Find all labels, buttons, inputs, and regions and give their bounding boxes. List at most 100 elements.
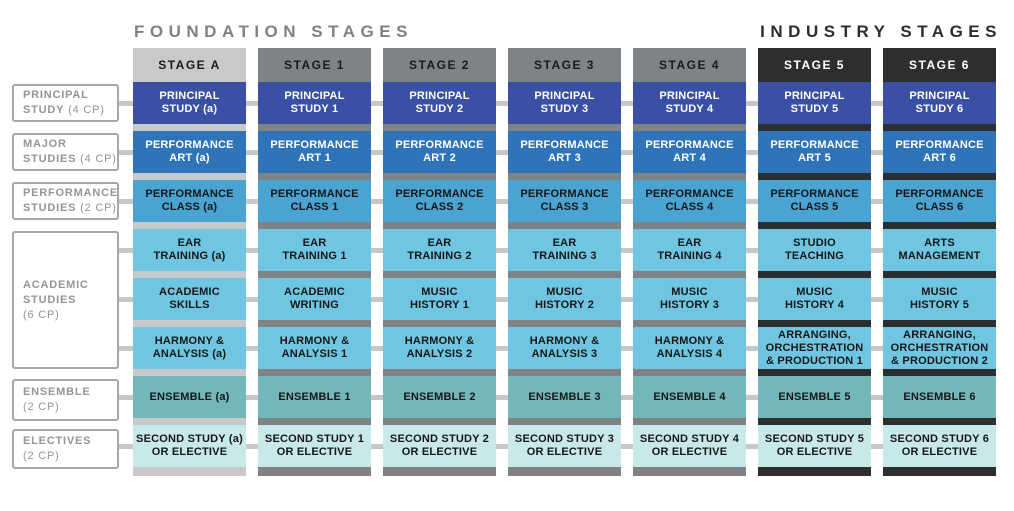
cell-academic-2: MUSIC HISTORY 2 — [508, 278, 621, 320]
row-label-ensemble: ENSEMBLE (2 CP) — [12, 379, 119, 421]
stage-cells: PRINCIPAL STUDY 3 PERFORMANCE ART 3 PERF… — [508, 82, 621, 476]
stage-column-2: STAGE 2 PRINCIPAL STUDY 2 PERFORMANCE AR… — [383, 48, 496, 476]
stage-header: STAGE 1 — [284, 58, 345, 72]
cell-principal-study: PRINCIPAL STUDY 1 — [258, 82, 371, 124]
cell-ensemble: ENSEMBLE 4 — [633, 376, 746, 418]
cell-academic-3: ARRANGING, ORCHESTRATION & PRODUCTION 2 — [883, 327, 996, 369]
row-label-text: ACADEMIC STUDIES (6 CP) — [23, 278, 89, 323]
cell-ensemble: ENSEMBLE 5 — [758, 376, 871, 418]
row-label-principal-study: PRINCIPAL STUDY (4 CP) — [12, 84, 119, 122]
cell-second-study: SECOND STUDY 6 OR ELECTIVE — [883, 425, 996, 467]
stage-cells: PRINCIPAL STUDY (a) PERFORMANCE ART (a) … — [133, 82, 246, 476]
stage-cells: PRINCIPAL STUDY 4 PERFORMANCE ART 4 PERF… — [633, 82, 746, 476]
cell-performance-class: PERFORMANCE CLASS 4 — [633, 180, 746, 222]
cell-performance-art: PERFORMANCE ART 2 — [383, 131, 496, 173]
cell-academic-2: ACADEMIC WRITING — [258, 278, 371, 320]
stage-column-1: STAGE 1 PRINCIPAL STUDY 1 PERFORMANCE AR… — [258, 48, 371, 476]
cell-performance-class: PERFORMANCE CLASS 2 — [383, 180, 496, 222]
cell-performance-art: PERFORMANCE ART 6 — [883, 131, 996, 173]
cell-ensemble: ENSEMBLE 1 — [258, 376, 371, 418]
stage-header: STAGE A — [158, 58, 221, 72]
cell-academic-1: EAR TRAINING 1 — [258, 229, 371, 271]
stage-column-4: STAGE 4 PRINCIPAL STUDY 4 PERFORMANCE AR… — [633, 48, 746, 476]
row-label-academic-studies: ACADEMIC STUDIES (6 CP) — [12, 231, 119, 369]
stage-column-a: STAGE A PRINCIPAL STUDY (a) PERFORMANCE … — [133, 48, 246, 476]
row-label-credit-points: (2 CP) — [23, 401, 60, 413]
stage-cells: PRINCIPAL STUDY 2 PERFORMANCE ART 2 PERF… — [383, 82, 496, 476]
cell-ensemble: ENSEMBLE 3 — [508, 376, 621, 418]
stage-header: STAGE 4 — [659, 58, 720, 72]
cell-academic-2: ACADEMIC SKILLS — [133, 278, 246, 320]
stage-cells: PRINCIPAL STUDY 6 PERFORMANCE ART 6 PERF… — [883, 82, 996, 476]
cell-academic-1: EAR TRAINING 4 — [633, 229, 746, 271]
cell-ensemble: ENSEMBLE 6 — [883, 376, 996, 418]
cell-performance-class: PERFORMANCE CLASS 1 — [258, 180, 371, 222]
stage-column-5: STAGE 5 PRINCIPAL STUDY 5 PERFORMANCE AR… — [758, 48, 871, 476]
row-label-electives: ELECTIVES (2 CP) — [12, 429, 119, 469]
cell-academic-1: STUDIO TEACHING — [758, 229, 871, 271]
cell-performance-art: PERFORMANCE ART 4 — [633, 131, 746, 173]
foundation-stages-title: FOUNDATION STAGES — [134, 22, 413, 41]
cell-performance-class: PERFORMANCE CLASS 6 — [883, 180, 996, 222]
row-label-credit-points: (2 CP) — [23, 450, 60, 462]
cell-performance-class: PERFORMANCE CLASS (a) — [133, 180, 246, 222]
stage-cells: PRINCIPAL STUDY 5 PERFORMANCE ART 5 PERF… — [758, 82, 871, 476]
stage-column-6: STAGE 6 PRINCIPAL STUDY 6 PERFORMANCE AR… — [883, 48, 996, 476]
row-label-credit-points: (2 CP) — [76, 202, 117, 214]
cell-performance-art: PERFORMANCE ART 5 — [758, 131, 871, 173]
cell-academic-2: MUSIC HISTORY 3 — [633, 278, 746, 320]
row-label-name: PERFORMANCE STUDIES — [23, 187, 118, 214]
cell-academic-1: EAR TRAINING (a) — [133, 229, 246, 271]
stage-cells: PRINCIPAL STUDY 1 PERFORMANCE ART 1 PERF… — [258, 82, 371, 476]
cell-academic-1: EAR TRAINING 2 — [383, 229, 496, 271]
cell-second-study: SECOND STUDY (a) OR ELECTIVE — [133, 425, 246, 467]
row-label-major-studies: MAJOR STUDIES (4 CP) — [12, 133, 119, 171]
row-label-name: MAJOR STUDIES — [23, 138, 77, 165]
cell-second-study: SECOND STUDY 4 OR ELECTIVE — [633, 425, 746, 467]
cell-academic-3: HARMONY & ANALYSIS 2 — [383, 327, 496, 369]
cell-second-study: SECOND STUDY 1 OR ELECTIVE — [258, 425, 371, 467]
cell-academic-1: ARTS MANAGEMENT — [883, 229, 996, 271]
cell-performance-art: PERFORMANCE ART 1 — [258, 131, 371, 173]
stage-header: STAGE 5 — [784, 58, 845, 72]
cell-academic-3: HARMONY & ANALYSIS 3 — [508, 327, 621, 369]
row-label-text: ELECTIVES (2 CP) — [23, 434, 91, 464]
row-label-credit-points: (6 CP) — [23, 308, 60, 321]
cell-academic-3: ARRANGING, ORCHESTRATION & PRODUCTION 1 — [758, 327, 871, 369]
cell-academic-3: HARMONY & ANALYSIS 1 — [258, 327, 371, 369]
row-label-name: ELECTIVES — [23, 435, 92, 447]
row-label-name: ACADEMIC STUDIES — [23, 278, 89, 306]
cell-second-study: SECOND STUDY 2 OR ELECTIVE — [383, 425, 496, 467]
stage-header: STAGE 6 — [909, 58, 970, 72]
cell-principal-study: PRINCIPAL STUDY 2 — [383, 82, 496, 124]
row-label-credit-points: (4 CP) — [64, 104, 105, 116]
cell-academic-2: MUSIC HISTORY 5 — [883, 278, 996, 320]
cell-academic-3: HARMONY & ANALYSIS (a) — [133, 327, 246, 369]
cell-principal-study: PRINCIPAL STUDY 4 — [633, 82, 746, 124]
cell-academic-3: HARMONY & ANALYSIS 4 — [633, 327, 746, 369]
row-label-credit-points: (4 CP) — [76, 153, 117, 165]
row-label-name: ENSEMBLE — [23, 386, 91, 398]
cell-academic-1: EAR TRAINING 3 — [508, 229, 621, 271]
cell-academic-2: MUSIC HISTORY 1 — [383, 278, 496, 320]
row-label-text: PRINCIPAL STUDY (4 CP) — [23, 88, 105, 118]
cell-performance-class: PERFORMANCE CLASS 3 — [508, 180, 621, 222]
row-label-text: PERFORMANCE STUDIES (2 CP) — [23, 186, 118, 216]
cell-principal-study: PRINCIPAL STUDY 6 — [883, 82, 996, 124]
row-label-text: MAJOR STUDIES (4 CP) — [23, 137, 117, 167]
cell-performance-art: PERFORMANCE ART 3 — [508, 131, 621, 173]
cell-principal-study: PRINCIPAL STUDY (a) — [133, 82, 246, 124]
stage-columns: STAGE A PRINCIPAL STUDY (a) PERFORMANCE … — [133, 48, 996, 476]
cell-principal-study: PRINCIPAL STUDY 3 — [508, 82, 621, 124]
cell-performance-art: PERFORMANCE ART (a) — [133, 131, 246, 173]
cell-second-study: SECOND STUDY 5 OR ELECTIVE — [758, 425, 871, 467]
cell-ensemble: ENSEMBLE (a) — [133, 376, 246, 418]
cell-performance-class: PERFORMANCE CLASS 5 — [758, 180, 871, 222]
cell-principal-study: PRINCIPAL STUDY 5 — [758, 82, 871, 124]
row-label-text: ENSEMBLE (2 CP) — [23, 385, 91, 415]
cell-second-study: SECOND STUDY 3 OR ELECTIVE — [508, 425, 621, 467]
stage-column-3: STAGE 3 PRINCIPAL STUDY 3 PERFORMANCE AR… — [508, 48, 621, 476]
row-label-name: PRINCIPAL STUDY — [23, 89, 89, 116]
stage-header: STAGE 3 — [534, 58, 595, 72]
